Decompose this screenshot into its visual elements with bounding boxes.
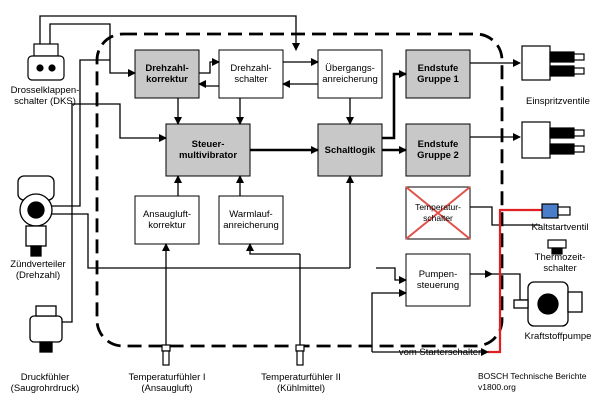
label-warmlaufanreicherung: Warmlauf- anreicherung: [219, 196, 283, 244]
line-pumpe-in: [376, 267, 407, 284]
text-uebergangsanreicherung: Übergangs- anreicherung: [322, 63, 378, 85]
credit-line1: BOSCH Technische Berichte: [478, 371, 587, 381]
line-starter-red: [488, 208, 548, 354]
einspritzventil-icon: [521, 45, 585, 81]
line-dks-drehzahlkorrektur: [49, 23, 136, 77]
block-pumpensteuerung: [405, 253, 471, 307]
dks-icon: [27, 43, 65, 81]
label-endstufe2: Endstufe Gruppe 2: [406, 124, 470, 176]
zuendverteiler-icon: [17, 175, 55, 257]
label-drehzahlkorrektur: Drehzahl- korrektur: [135, 50, 199, 98]
line-druck: [62, 103, 167, 323]
text-drehzahlkorrektur: Drehzahl- korrektur: [145, 63, 189, 85]
text-temperaturschalter: Temperatur- schalter: [415, 202, 461, 223]
label-einspritzventile: Einspritzventile: [526, 96, 590, 107]
credit-line2: v1800.org: [478, 382, 516, 392]
line-sl-es1: [382, 70, 407, 140]
kraftstoffpumpe-icon: [513, 281, 583, 327]
block-endstufe2: [405, 123, 471, 177]
text-steuermultivibrator: Steuer- multivibrator: [178, 139, 238, 161]
line-ts-out: [470, 206, 540, 226]
label-pumpensteuerung: Pumpen- steuerung: [406, 254, 470, 306]
cross-line-b: [405, 186, 471, 240]
block-drehzahlkorrektur: [134, 49, 200, 99]
text-endstufe1: Endstufe Gruppe 1: [417, 63, 459, 85]
block-steuermultivibrator: [165, 123, 251, 177]
thermozeitschalter-icon: [547, 239, 567, 255]
line-zv-top: [52, 59, 110, 207]
text-warmlaufanreicherung: Warmlauf- anreicherung: [223, 209, 279, 231]
label-temperaturfuehler1: Temperaturfühler I (Ansaugluft): [128, 372, 206, 394]
einspritzventil-icon: [521, 121, 585, 159]
label-kraftstoffpumpe: Kraftstoffpumpe: [524, 331, 592, 342]
label-endstufe1: Endstufe Gruppe 1: [406, 50, 470, 98]
label-starterschalter: vom Starterschalter: [398, 347, 482, 358]
label-temperaturschalter: Temperatur- schalter: [406, 187, 470, 239]
line-dk-ds: [199, 58, 220, 74]
line-zv-bottom: [52, 213, 350, 269]
label-steuermultivibrator: Steuer- multivibrator: [166, 124, 250, 176]
line-tf2b: [246, 243, 300, 255]
label-drosselklappenschalter: Drosselklappen- schalter (DKS): [10, 85, 80, 107]
label-schaltlogik: Schaltlogik: [318, 124, 382, 176]
block-ansaugluftkorrektur: [134, 195, 200, 245]
label-druckfuehler: Druckfühler (Saugrohrdruck): [10, 372, 80, 394]
label-thermozeitschalter: Thermozeit- schalter: [534, 252, 586, 274]
label-ansaugluftkorrektur: Ansaugluft- korrektur: [135, 196, 199, 244]
label-zuendverteiler: Zündverteiler (Drehzahl): [10, 259, 66, 281]
label-drehzahlschalter: Drehzahl- schalter: [219, 50, 283, 98]
temperaturfuehler1-icon: [161, 344, 171, 366]
line-dks-uebergang: [39, 15, 300, 51]
text-endstufe2: Endstufe Gruppe 2: [417, 139, 459, 161]
label-kaltstartventil: Kaltstartventil: [531, 222, 589, 233]
block-drehzahlschalter: [218, 49, 284, 99]
line-ps-pump: [492, 273, 530, 301]
text-pumpensteuerung: Pumpen- steuerung: [416, 269, 460, 291]
text-schaltlogik: Schaltlogik: [324, 144, 376, 156]
label-uebergangsanreicherung: Übergangs- anreicherung: [318, 50, 382, 98]
text-ansaugluftkorrektur: Ansaugluft- korrektur: [142, 209, 192, 231]
block-endstufe1: [405, 49, 471, 99]
temperaturfuehler2-icon: [295, 344, 305, 366]
kaltstartventil-icon: [541, 203, 571, 219]
druckfuehler-icon: [29, 305, 63, 353]
line-starter-in: [371, 289, 407, 352]
text-drehzahlschalter: Drehzahl- schalter: [230, 63, 272, 85]
block-warmlaufanreicherung: [218, 195, 284, 245]
line-ds-dk: [198, 80, 219, 88]
label-temperaturfuehler2: Temperaturfühler II (Kühlmittel): [261, 372, 341, 394]
